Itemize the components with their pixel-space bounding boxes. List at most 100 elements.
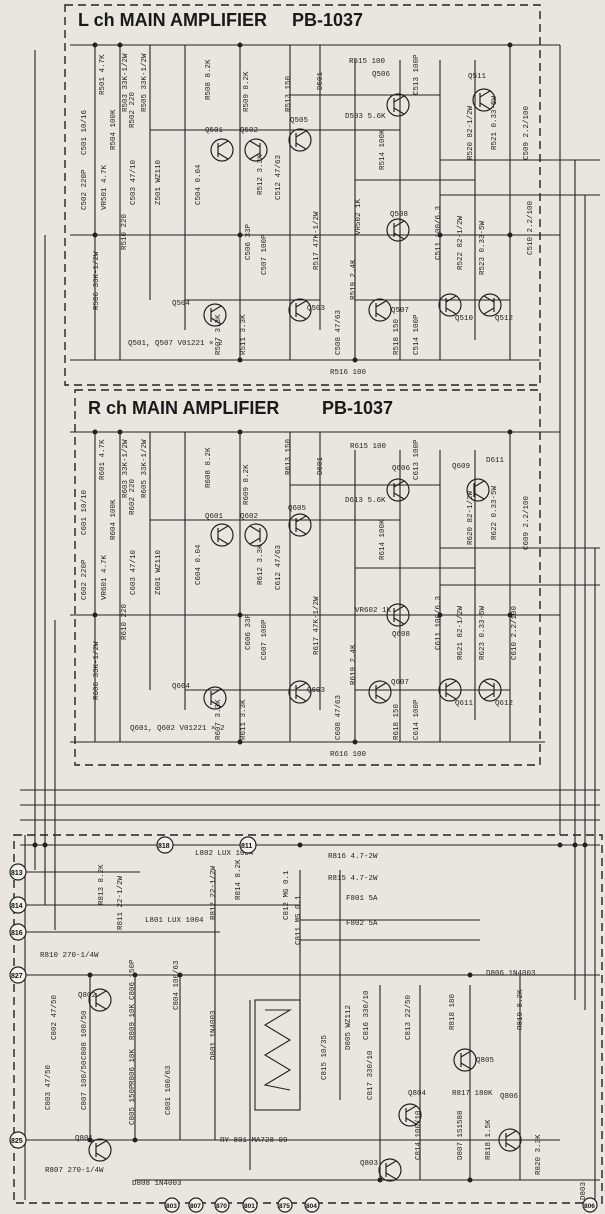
- lch-component-label: R507 3.3K: [215, 314, 223, 355]
- terminal-label: 804: [306, 1203, 317, 1210]
- rch-component-label: R615 100: [350, 443, 387, 451]
- rch-component-label: C609 2.2/100: [523, 495, 531, 550]
- terminals-left: 813 814 816 827 825: [9, 863, 27, 1149]
- rch-component-label: R602 220: [129, 478, 137, 515]
- power-component-label: R811 22-1/2W: [117, 875, 125, 930]
- rch-component-label: Q607: [391, 679, 409, 687]
- lch-component-label: R508 8.2K: [205, 59, 213, 100]
- rch-component-label: Q605: [288, 505, 307, 513]
- power-component-label: C811 MS 0.1: [295, 895, 303, 945]
- terminal-label: 816: [11, 930, 23, 937]
- rch-title: R ch MAIN AMPLIFIER: [88, 398, 279, 418]
- power-wiring: [25, 870, 600, 1181]
- rch-component-label: R621 82-1/2W: [457, 605, 465, 660]
- power-component-label: R810 270-1/4W: [40, 952, 99, 960]
- rch-component-label: R608 8.2K: [205, 447, 213, 488]
- lch-component-label: R513 150: [285, 75, 293, 112]
- rch-component-label: VR601 4.7K: [101, 554, 109, 600]
- power-component-label: C806 150P: [129, 959, 137, 1000]
- lch-component-label: R517 47K-1/2W: [313, 211, 321, 270]
- rch-component-label: R607 3.3K: [215, 699, 223, 740]
- rch-component-label: R603 33K-1/2W: [122, 439, 130, 498]
- rch-component-label: R616 100: [330, 751, 367, 759]
- power-component-label: D805 WZ112: [345, 1005, 353, 1050]
- lch-component-label: C503 47/10: [130, 159, 138, 205]
- lch-component-label: R521 0.33-5W: [491, 95, 499, 150]
- terminal-label: 827: [11, 973, 23, 980]
- lch-component-label: VR502 1K: [355, 198, 363, 235]
- lch-component-label: VR501 4.7K: [101, 164, 109, 210]
- terminals-mid: 818 811: [156, 836, 257, 854]
- lch-component-label: R501 4.7K: [99, 54, 107, 95]
- rch-component-label: C614 100P: [413, 699, 421, 740]
- lch-component-label: R504 100K: [110, 109, 118, 150]
- rch-component-label: Z601 WZ110: [155, 549, 163, 595]
- power-component-label: Q801: [75, 1135, 94, 1143]
- lch-component-label: Q512: [495, 315, 513, 323]
- power-component-label: R819 8.2K: [517, 989, 525, 1030]
- rch-component-label: R618 150: [393, 703, 401, 740]
- lch-component-label: Z501 WZ110: [155, 159, 163, 205]
- power-component-label: R806 10K: [129, 1048, 137, 1085]
- lch-component-label: R515 100: [349, 58, 386, 66]
- lch-component-label: C513 100P: [413, 54, 421, 95]
- power-component-label: C817 330/10: [367, 1050, 375, 1100]
- rch-component-label: C601 10/10: [81, 489, 89, 535]
- lch-component-label: C506 33P: [245, 223, 253, 260]
- lch-component-label: C511 100/6.3: [435, 205, 443, 260]
- power-component-label: R814 8.2K: [235, 859, 243, 900]
- rch-wiring: [70, 431, 600, 743]
- lch-component-label: R518 150: [393, 318, 401, 355]
- lch-title: L ch MAIN AMPLIFIER: [78, 10, 267, 30]
- terminal-label: 818: [158, 843, 170, 850]
- rch-component-label: C607 100P: [261, 619, 269, 660]
- lch-component-label: C509 2.2/100: [523, 105, 531, 160]
- lch-component-label: D503 5.6K: [345, 113, 386, 121]
- lch-component-label: C508 47/63: [335, 309, 343, 355]
- lch-component-label: Q506: [372, 71, 391, 79]
- rch-block-outline: [74, 389, 541, 766]
- lch-component-label: C502 220P: [81, 169, 89, 210]
- rch-component-label: VR602 1K: [355, 607, 392, 615]
- lch-component-label: Q503: [307, 305, 326, 313]
- lch-component-label: R511 3.3K: [240, 314, 248, 355]
- rch-component-label: C612 47/63: [275, 544, 283, 590]
- power-component-label: C812 MG 0.1: [283, 870, 291, 920]
- power-component-label: Q804: [408, 1090, 427, 1098]
- rch-component-label: R610 220: [121, 603, 129, 640]
- power-component-label: C802 47/50: [51, 994, 59, 1040]
- rch-component-label: R606 33K-1/2W: [93, 641, 101, 700]
- lch-component-label: Q504: [172, 300, 191, 308]
- power-component-label: C813 22/50: [405, 994, 413, 1040]
- rch-component-label: Q601, Q602 V01221 × 2: [130, 725, 225, 733]
- lch-component-label: C504 0.04: [195, 164, 203, 205]
- lch-component-label: R514 100K: [379, 129, 387, 170]
- rch-component-label: Q603: [307, 687, 326, 695]
- rch-component-label: R622 0.33-5W: [491, 485, 499, 540]
- rch-component-label: C608 47/63: [335, 694, 343, 740]
- terminal-label: 870: [216, 1203, 227, 1210]
- rch-transistors: [203, 478, 502, 710]
- rch-component-label: R605 33K-1/2W: [141, 439, 149, 498]
- rch-component-label: C613 100P: [413, 439, 421, 480]
- rch-component-label: C603 47/10: [130, 549, 138, 595]
- terminal-label: 875: [279, 1203, 290, 1210]
- rch-component-label: Q601: [205, 513, 224, 521]
- power-component-label: Q802: [78, 992, 96, 1000]
- power-component-label: RY 801 MA728-09: [220, 1137, 288, 1145]
- lch-component-label: R505 33K-1/2W: [141, 53, 149, 112]
- lch-component-label: R519 2.4K: [350, 259, 358, 300]
- power-component-label: C807 100/50: [81, 1060, 89, 1110]
- rch-component-label: D611: [486, 457, 505, 465]
- lch-component-label: Q505: [290, 117, 309, 125]
- lch-component-label: R503 33K-1/2W: [122, 53, 130, 112]
- rch-component-label: R617 47K-1/2W: [313, 596, 321, 655]
- lch-component-label: R512 3.3K: [257, 154, 265, 195]
- power-transistors: [88, 988, 522, 1182]
- rch-component-label: Q602: [240, 513, 258, 521]
- rch-component-label: C610 2.2/100: [511, 605, 519, 660]
- terminal-label: 825: [11, 1138, 23, 1145]
- power-component-label: C808 100/50: [81, 1010, 89, 1060]
- lch-component-label: R520 82-1/2W: [467, 105, 475, 160]
- power-component-label: C801 100/63: [165, 1065, 173, 1115]
